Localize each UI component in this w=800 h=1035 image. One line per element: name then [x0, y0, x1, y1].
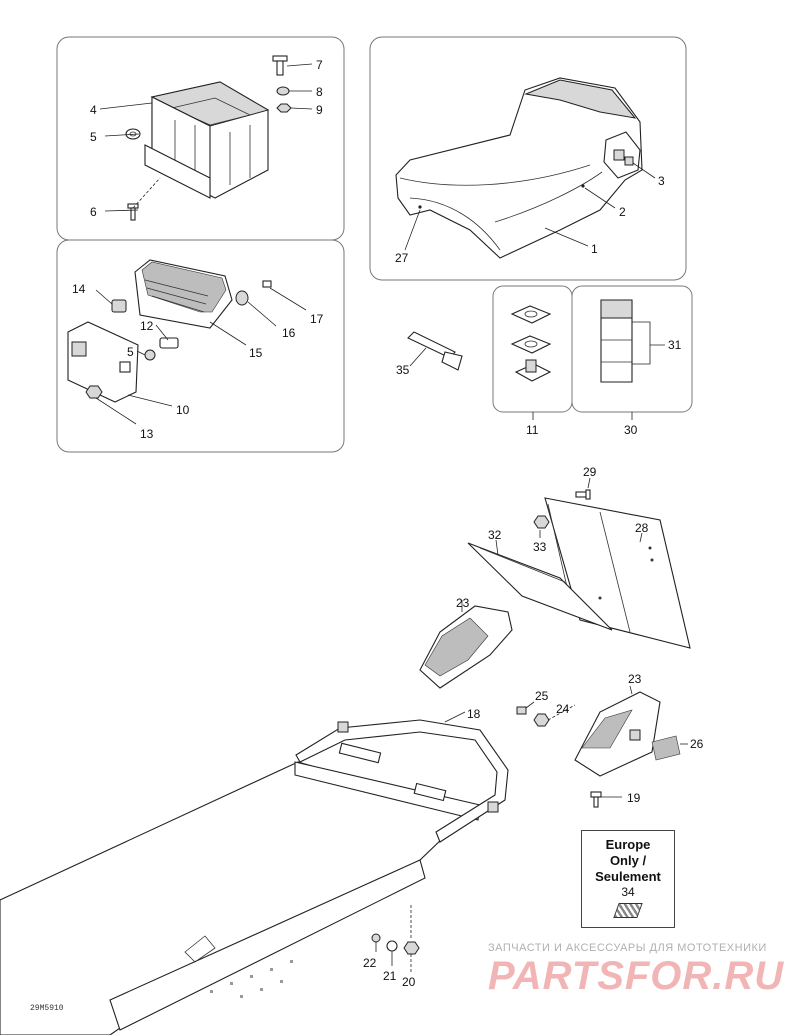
screw-3: [624, 156, 634, 166]
callout-6: 6: [90, 205, 97, 219]
screw-7: [272, 55, 288, 76]
sticker-set-31: [600, 299, 633, 383]
gasket-16: [235, 290, 249, 306]
bulb-14: [111, 299, 127, 313]
nut-33: [533, 515, 550, 529]
watermark: ЗАПЧАСТИ И АКСЕССУАРЫ ДЛЯ МОТОТЕХНИКИ PA…: [488, 942, 788, 998]
socket-12: [159, 337, 179, 349]
latch-35: [407, 331, 463, 371]
callout-33: 33: [533, 540, 547, 554]
callout-28: 28: [635, 521, 649, 535]
mudflap-plate-32: [467, 542, 613, 631]
callout-9: 9: [316, 103, 323, 117]
callout-12: 12: [140, 319, 154, 333]
seat: [395, 77, 643, 259]
panel-taillight: [56, 239, 345, 453]
side-cover-23-right: [574, 691, 661, 777]
callout-31: 31: [668, 338, 682, 352]
callout-23a: 23: [456, 596, 470, 610]
storage-box: [144, 81, 270, 199]
nut-20: [403, 941, 420, 955]
callout-26: 26: [690, 737, 704, 751]
screw-19: [590, 791, 602, 808]
callout-14: 14: [72, 282, 86, 296]
washer-5-bottom: [144, 349, 156, 361]
screw-29: [575, 489, 591, 500]
reflector-26: [651, 735, 681, 761]
callout-17: 17: [310, 312, 324, 326]
license-plate-icon: [613, 903, 643, 918]
callout-32: 32: [488, 528, 502, 542]
callout-16: 16: [282, 326, 296, 340]
europe-note-text: Europe Only / Seulement: [595, 837, 661, 884]
grab-handle-18: [295, 719, 509, 843]
screw-25: [516, 706, 527, 715]
callout-7: 7: [316, 58, 323, 72]
washer-21: [386, 940, 398, 952]
screw-17: [262, 280, 272, 288]
panel-seat: [369, 36, 687, 281]
callout-34: 34: [621, 885, 635, 899]
callout-29: 29: [583, 465, 597, 479]
callout-35: 35: [396, 363, 410, 377]
hardware-kit-11: [510, 305, 552, 382]
callout-18: 18: [467, 707, 481, 721]
watermark-tagline: ЗАПЧАСТИ И АКСЕССУАРЫ ДЛЯ МОТОТЕХНИКИ: [488, 942, 767, 954]
callout-19: 19: [627, 791, 641, 805]
callout-24: 24: [556, 702, 570, 716]
callout-4: 4: [90, 103, 97, 117]
callout-20: 20: [402, 975, 416, 989]
callout-21: 21: [383, 969, 397, 983]
callout-5: 5: [90, 130, 97, 144]
callout-22: 22: [363, 956, 377, 970]
callout-1: 1: [591, 242, 598, 256]
callout-5b: 5: [127, 345, 134, 359]
callout-30: 30: [624, 423, 638, 437]
europe-note-box: Europe Only / Seulement 34: [581, 830, 675, 928]
screw-6: [127, 203, 139, 221]
washer-8: [276, 86, 290, 96]
side-cover-23-left: [419, 605, 513, 689]
watermark-logo: PARTSFOR.RU: [488, 954, 785, 998]
taillight-lens: [134, 259, 233, 329]
callout-10: 10: [176, 403, 190, 417]
callout-3: 3: [658, 174, 665, 188]
callout-8: 8: [316, 85, 323, 99]
callout-25: 25: [535, 689, 549, 703]
nut-9: [276, 103, 292, 113]
nut-24: [533, 713, 550, 727]
callout-13: 13: [140, 427, 154, 441]
mudflap-28: [544, 497, 691, 649]
callout-23b: 23: [628, 672, 642, 686]
callout-11: 11: [526, 423, 539, 437]
nut-13: [85, 385, 103, 399]
screw-22: [371, 933, 381, 943]
taillight-housing-10: [67, 321, 139, 403]
callout-27: 27: [395, 251, 409, 265]
callout-2: 2: [619, 205, 626, 219]
callout-15: 15: [249, 346, 263, 360]
tunnel: [0, 742, 481, 1035]
document-code: 29M5910: [30, 1004, 64, 1013]
